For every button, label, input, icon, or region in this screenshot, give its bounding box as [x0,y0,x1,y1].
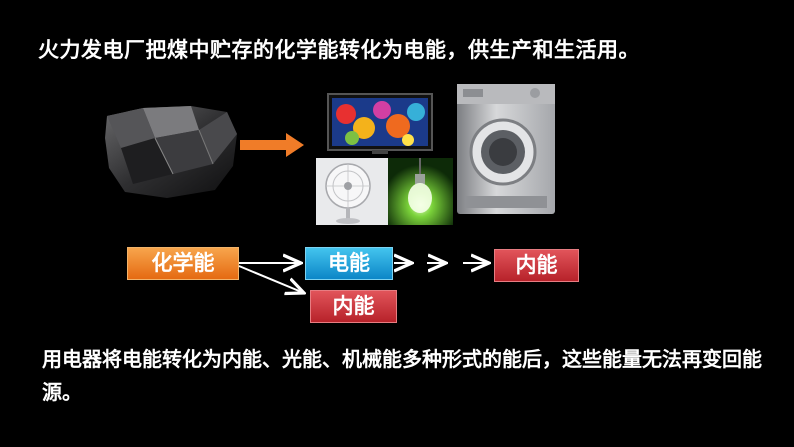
internal-energy-box-branch: 内能 [310,290,397,323]
orange-arrow-icon [240,133,304,157]
electric-fan-image [316,158,388,225]
conclusion-text: 用电器将电能转化为内能、光能、机械能多种形式的能后，这些能量无法再变回能源。 [42,347,762,404]
television-image [327,93,433,154]
washing-machine-image [457,84,555,214]
electric-energy-box: 电能 [305,247,393,280]
chemical-energy-box: 化学能 [127,247,239,280]
coal-image [105,106,237,198]
slide-title: 火力发电厂把煤中贮存的化学能转化为电能，供生产和生活用。 [38,38,640,62]
arrow-chem-to-heat [238,265,304,293]
internal-energy-box-end: 内能 [494,249,579,282]
light-bulb-image [388,158,453,225]
